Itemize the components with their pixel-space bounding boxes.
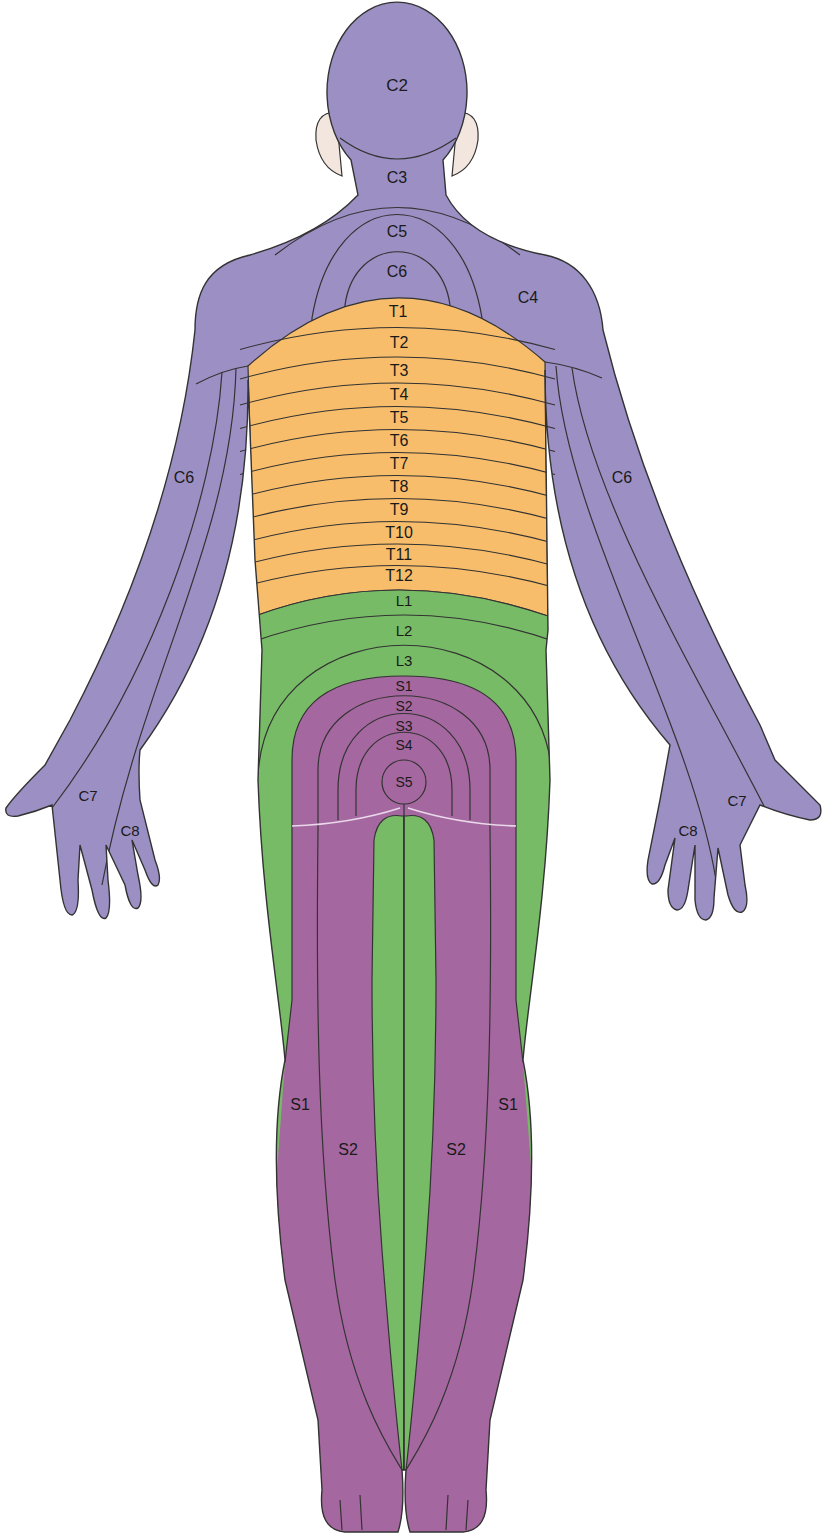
dermatome-label: T1 [389, 304, 408, 320]
dermatome-label: S4 [395, 738, 412, 752]
dermatome-label: S1 [395, 679, 412, 693]
lumbar-region [250, 590, 560, 1536]
lumbar-strip [372, 816, 404, 1471]
boundary-line [255, 590, 548, 616]
boundary-line [240, 357, 555, 379]
leg-midline [403, 804, 404, 1470]
boundary-line [356, 732, 452, 816]
thoracic-boundaries [240, 328, 555, 588]
dermatome-label: L2 [396, 623, 413, 638]
boundary-line [240, 430, 555, 452]
dermatome-label: T4 [390, 387, 409, 403]
dermatome-label: L1 [396, 593, 413, 608]
dermatome-label: T10 [385, 525, 413, 541]
dermatome-label: C2 [386, 77, 408, 94]
dermatome-label: S2 [338, 1142, 358, 1158]
boundary-line [317, 696, 490, 1470]
dermatome-label: T2 [390, 335, 409, 351]
dermatome-label: T12 [385, 568, 413, 584]
dermatome-label: C4 [518, 290, 538, 306]
dermatome-label: S3 [395, 719, 412, 733]
boundary-line [52, 372, 222, 808]
dermatome-label: C8 [120, 823, 139, 838]
dermatome-label: C6 [174, 470, 194, 486]
sacral-region [250, 676, 560, 1536]
dermatome-label: T9 [390, 502, 409, 518]
boundary-line [240, 544, 555, 566]
dermatome-label: T11 [386, 547, 412, 563]
thoracic-region [248, 298, 548, 616]
dermatome-label: S1 [290, 1097, 310, 1113]
dermatome-label: S1 [498, 1097, 518, 1113]
dermatome-label: C3 [387, 170, 407, 186]
dermatome-label: T5 [390, 410, 409, 426]
sacral-boundaries [285, 676, 523, 1530]
dermatome-label: C7 [78, 788, 97, 803]
boundary-line [240, 453, 555, 475]
boundary-line [240, 407, 555, 429]
body-outline [6, 2, 821, 1532]
dermatome-label: T7 [390, 456, 409, 472]
boundary-line [240, 476, 555, 498]
boundary-line [572, 368, 765, 808]
dermatome-label: C8 [678, 823, 697, 838]
dermatome-label: C7 [727, 793, 746, 808]
boundary-line [240, 522, 555, 544]
boundary-line [240, 566, 555, 588]
dermatome-label: L3 [396, 653, 413, 668]
dermatome-label: T3 [390, 363, 409, 379]
boundary-line [340, 138, 456, 159]
dermatome-label: S5 [395, 775, 412, 789]
foot-line [340, 1495, 468, 1530]
dermatome-label: T6 [390, 433, 409, 449]
boundary-line [252, 615, 556, 642]
dermatome-label: C5 [387, 224, 407, 240]
boundary-line [102, 368, 236, 885]
buttock-crease [292, 808, 400, 826]
dermatome-label: S2 [446, 1142, 466, 1158]
dermatome-label: C6 [387, 264, 407, 280]
boundary-line [240, 383, 555, 405]
buttock-crease [408, 808, 516, 826]
dermatome-label: T8 [390, 479, 409, 495]
lumbar-strip [404, 816, 436, 1471]
boundary-line [240, 499, 555, 521]
boundary-line [382, 760, 426, 804]
dermatome-label: S2 [395, 699, 412, 713]
dermatome-label: C6 [612, 470, 632, 486]
